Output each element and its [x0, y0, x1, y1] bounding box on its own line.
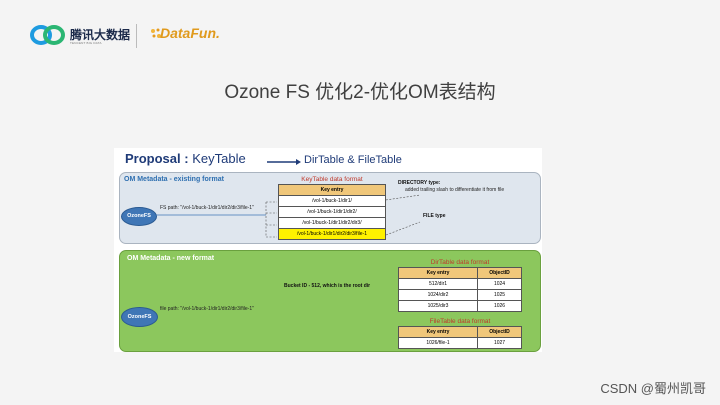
ozonefs-node-existing: OzoneFS [121, 207, 157, 226]
dirtable-key: 1025/dir3 [398, 300, 478, 312]
csdn-watermark: CSDN @蜀州凯哥 [600, 381, 706, 396]
dirtable-key: 1024/dir2 [398, 289, 478, 301]
filetable-key: 1026/file-1 [398, 337, 478, 349]
proposal-arrow-icon [267, 159, 301, 165]
existing-section-label: OM Metadata - existing format [124, 176, 224, 183]
datafun-name: DataFun. [160, 25, 220, 41]
proposal-line: Proposal : KeyTable [125, 151, 246, 166]
keytable-row: /vol-1/buck-1/dir1/dir2/ [278, 206, 386, 218]
keytable: Key entry /vol-1/buck-1/dir1/ /vol-1/buc… [278, 184, 386, 240]
tencent-bigdata-subtitle: TENCENT BIG DATA [70, 41, 102, 45]
proposal-label: Proposal : [125, 151, 189, 166]
keytable-row: /vol-1/buck-1/dir1/ [278, 195, 386, 207]
filetable-title: FileTable data format [429, 318, 491, 325]
dirtable-header: ObjectID [477, 267, 522, 279]
directory-note-title: DIRECTORY type: [398, 180, 441, 186]
keytable-row-highlighted: /vol-1/buck-1/dir1/dir2/dir3/file-1 [278, 228, 386, 240]
header-divider [136, 24, 137, 48]
dirtable-title: DirTable data format [430, 259, 490, 266]
dirtable-header: Key entry [398, 267, 478, 279]
file-note: FILE type [423, 213, 446, 219]
keytable-title: KeyTable data format [301, 176, 363, 183]
proposal-to: DirTable & FileTable [304, 154, 402, 166]
filetable-header: ObjectID [477, 326, 522, 338]
filetable-id: 1027 [477, 337, 522, 349]
dirtable-id: 1025 [477, 289, 522, 301]
bucket-root-note: Bucket ID - 512, which is the root dir [284, 283, 371, 289]
directory-note-body: added trailing slash to differentiate it… [405, 187, 505, 193]
keytable-row: /vol-1/buck-1/dir1/dir2/dir3/ [278, 217, 386, 229]
new-section-label: OM Metadata - new format [127, 255, 215, 262]
dirtable-key: 512/dir1 [398, 278, 478, 290]
filetable-header: Key entry [398, 326, 478, 338]
dirtable-id: 1024 [477, 278, 522, 290]
file-path-label: file path: "/vol-1/buck-1/dir1/dir2/dir3… [160, 306, 254, 312]
dirtable-id: 1026 [477, 300, 522, 312]
slide-title: Ozone FS 优化2-优化OM表结构 [224, 82, 496, 103]
fs-path-label: FS path: "/vol-1/buck-1/dir1/dir2/dir3/f… [160, 205, 254, 211]
tencent-bigdata-name: 腾讯大数据 [70, 28, 131, 42]
proposal-from: KeyTable [192, 151, 246, 166]
tencent-bigdata-logo-icon [30, 25, 65, 45]
keytable-header: Key entry [278, 184, 386, 196]
datafun-logo-icon [151, 28, 161, 38]
ozonefs-node-new: OzoneFS [121, 307, 158, 327]
